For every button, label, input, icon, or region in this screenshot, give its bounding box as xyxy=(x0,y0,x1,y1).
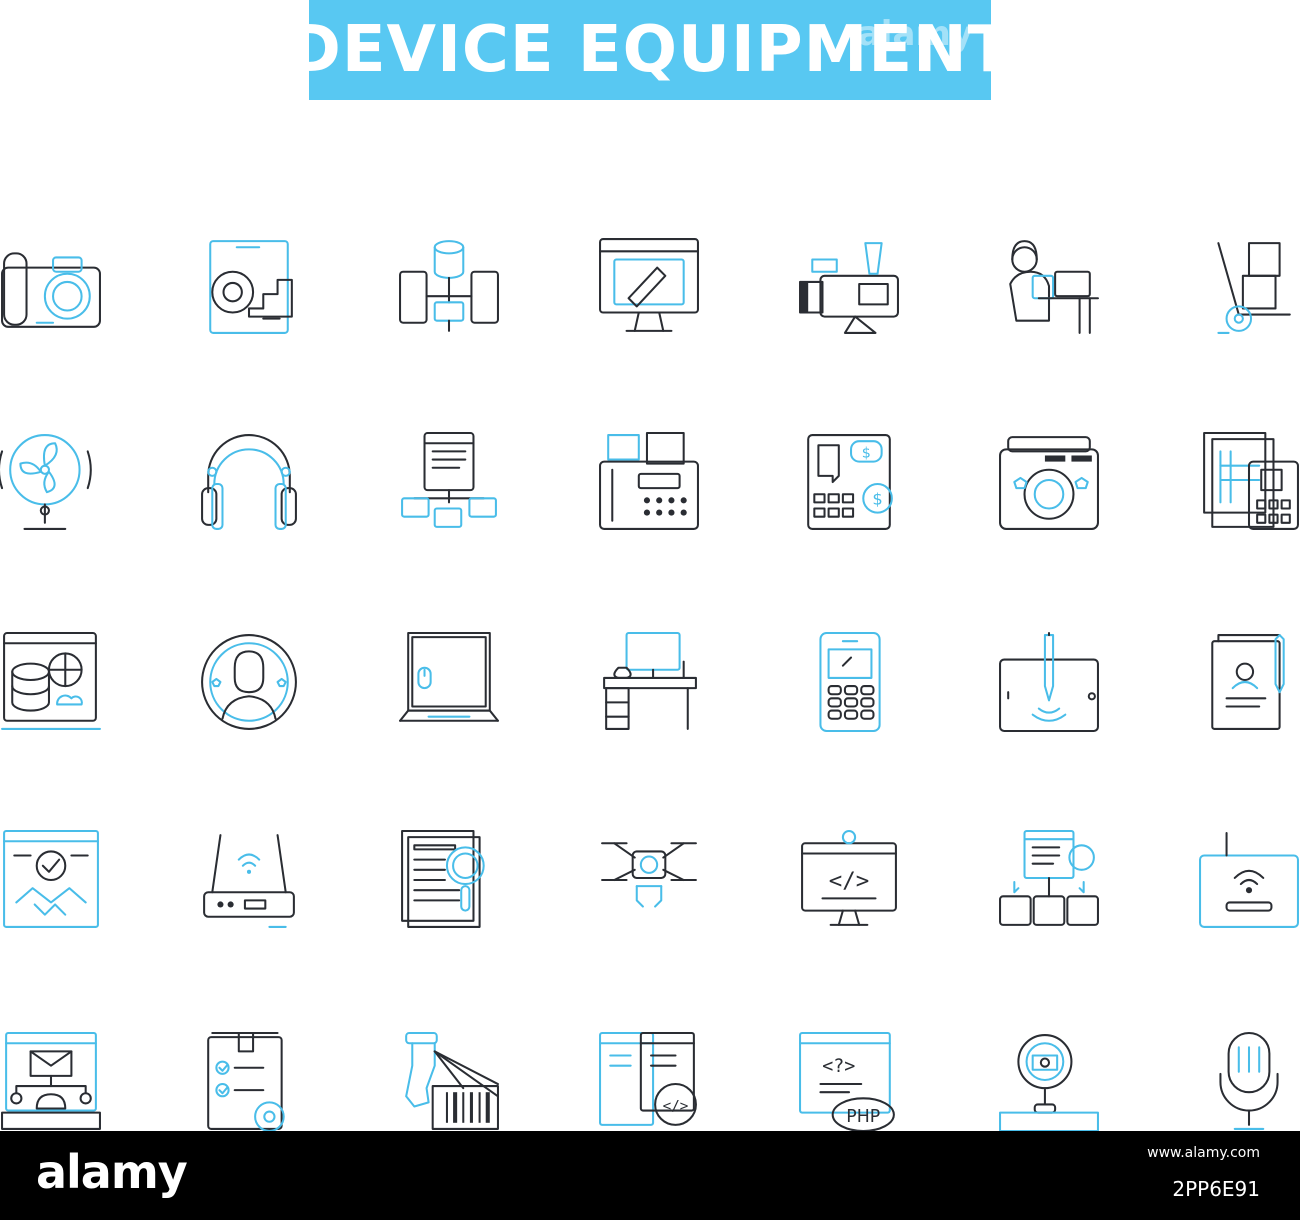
video-camera-icon xyxy=(799,242,899,334)
card-terminal-icon xyxy=(1203,432,1299,530)
drone-icon xyxy=(601,842,697,908)
headphones-icon xyxy=(201,434,297,530)
webcam-icon xyxy=(999,1034,1099,1132)
image-id: 2PP6E91 xyxy=(1172,1177,1260,1201)
user-avatar-icon xyxy=(201,634,297,730)
php-code-icon: <?> PHP xyxy=(799,1032,895,1132)
photo-camera-icon xyxy=(999,436,1099,530)
page-title: DEVICE EQUIPMENT xyxy=(309,13,991,87)
desk-computer-icon xyxy=(603,632,697,730)
camera-icon xyxy=(1,252,101,328)
mobile-phone-icon xyxy=(819,632,881,732)
svg-text:$: $ xyxy=(872,489,882,508)
code-network-icon xyxy=(999,830,1099,926)
profile-document-icon xyxy=(1211,634,1285,730)
database-globe-icon xyxy=(1,632,101,730)
email-network-icon xyxy=(1,1032,101,1130)
server-network-icon xyxy=(399,240,499,332)
watermark-logo: alamy xyxy=(857,14,973,54)
microphone-icon xyxy=(1219,1032,1279,1130)
network-diagram-icon xyxy=(401,432,497,528)
fax-machine-icon xyxy=(599,432,699,530)
monitor-design-icon xyxy=(599,238,699,332)
barcode-scanner-icon xyxy=(405,1032,499,1130)
title-banner: DEVICE EQUIPMENT alamy xyxy=(309,0,991,100)
wifi-router-icon xyxy=(203,834,295,928)
footer-url[interactable]: www.alamy.com xyxy=(1147,1145,1260,1161)
gear-chart-icon xyxy=(209,240,293,334)
footer-logo[interactable]: alamy xyxy=(36,1145,188,1199)
laptop-icon xyxy=(399,632,499,722)
handshake-deal-icon xyxy=(3,830,99,928)
code-sphere-icon: </> xyxy=(599,1032,697,1126)
svg-text:<?>: <?> xyxy=(822,1056,855,1077)
hand-truck-icon xyxy=(1217,242,1291,334)
svg-text:PHP: PHP xyxy=(846,1107,880,1127)
tablet-stylus-icon xyxy=(999,632,1099,732)
checklist-icon xyxy=(207,1032,285,1132)
code-monitor-icon: </> xyxy=(801,830,897,926)
icon-grid: $$</></><?>PHP xyxy=(0,205,1300,1135)
document-search-icon xyxy=(401,830,485,928)
router-device-icon xyxy=(1199,832,1299,928)
svg-text:</>: </> xyxy=(829,868,870,894)
svg-text:</>: </> xyxy=(663,1099,689,1115)
footer-bar: alamy www.alamy.com 2PP6E91 xyxy=(0,1131,1300,1220)
svg-text:$: $ xyxy=(862,446,871,462)
person-laptop-icon xyxy=(1009,240,1099,334)
fan-icon xyxy=(0,434,92,530)
payment-terminal-icon: $$ xyxy=(807,434,893,530)
